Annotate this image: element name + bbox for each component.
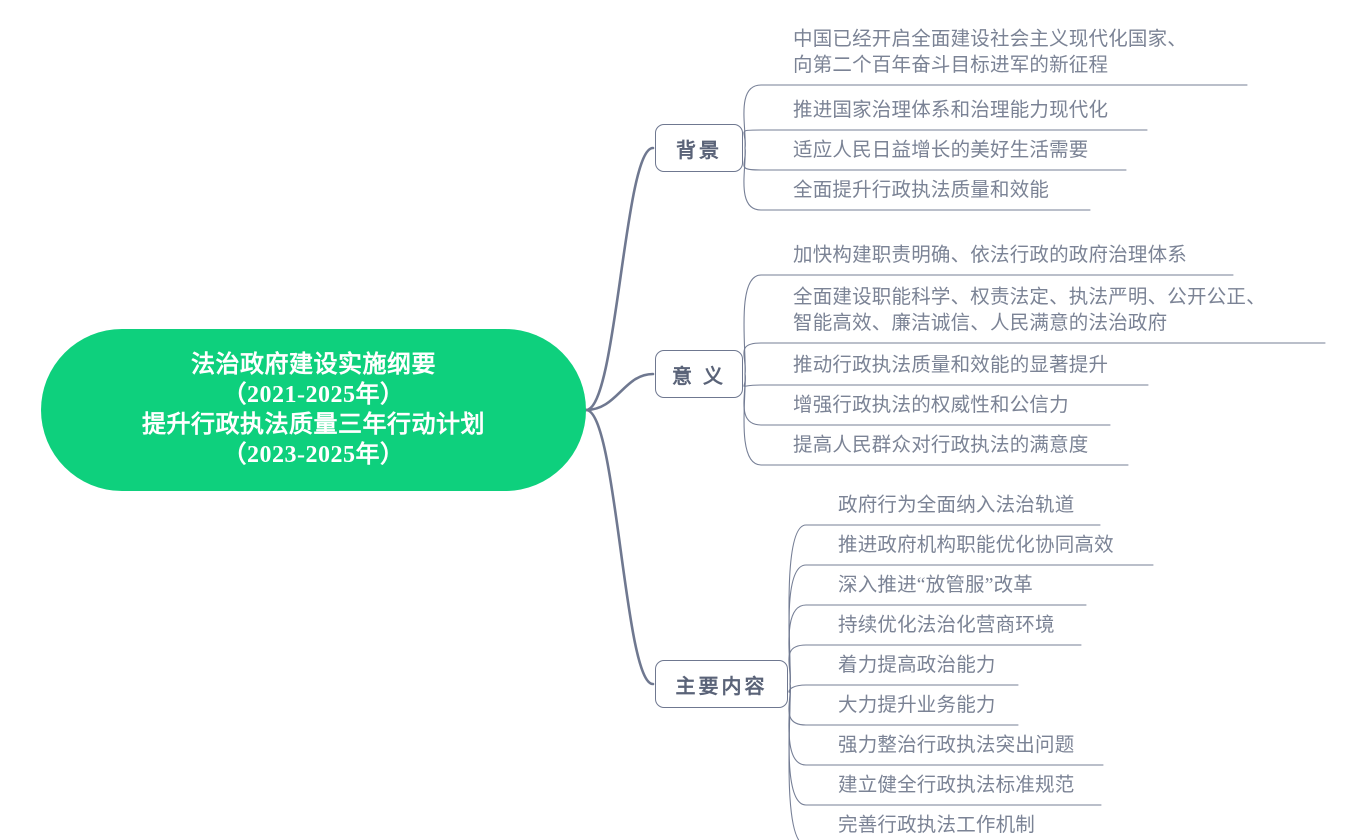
leaf-item[interactable]: 着力提高政治能力 xyxy=(838,653,996,679)
leaf-line: 着力提高政治能力 xyxy=(838,655,996,676)
leaf-line: 完善行政执法工作机制 xyxy=(838,815,1036,836)
leaf-line: 加快构建职责明确、依法行政的政府治理体系 xyxy=(793,245,1188,266)
leaf-line: 全面建设职能科学、权责法定、执法严明、公开公正、 xyxy=(793,287,1266,308)
leaf-line: 深入推进“放管服”改革 xyxy=(838,575,1034,596)
leaf-line: 适应人民日益增长的美好生活需要 xyxy=(793,140,1089,161)
leaf-item[interactable]: 大力提升业务能力 xyxy=(838,693,996,719)
leaf-line: 增强行政执法的权威性和公信力 xyxy=(793,395,1069,416)
leaf-item[interactable]: 中国已经开启全面建设社会主义现代化国家、向第二个百年奋斗目标进军的新征程 xyxy=(793,27,1187,79)
leaf-line: 智能高效、廉洁诚信、人民满意的法治政府 xyxy=(793,313,1168,334)
leaf-item[interactable]: 强力整治行政执法突出问题 xyxy=(838,733,1074,759)
leaf-item[interactable]: 全面提升行政执法质量和效能 xyxy=(793,178,1049,204)
leaf-item[interactable]: 政府行为全面纳入法治轨道 xyxy=(838,493,1074,519)
leaf-item[interactable]: 深入推进“放管服”改革 xyxy=(838,573,1033,599)
branch-node-label: 主要内容 xyxy=(675,675,768,698)
leaf-line: 向第二个百年奋斗目标进军的新征程 xyxy=(793,55,1109,76)
leaf-item[interactable]: 适应人民日益增长的美好生活需要 xyxy=(793,138,1089,164)
leaf-line: 提高人民群众对行政执法的满意度 xyxy=(793,435,1089,456)
branch-node-2[interactable]: 主要内容 xyxy=(655,660,788,708)
branch-node-0[interactable]: 背景 xyxy=(655,124,743,172)
root-line-2: 提升行政执法质量三年行动计划 xyxy=(142,412,485,438)
leaf-line: 政府行为全面纳入法治轨道 xyxy=(838,495,1075,516)
root-line-0: 法治政府建设实施纲要 xyxy=(191,352,436,378)
leaf-line: 推进国家治理体系和治理能力现代化 xyxy=(793,100,1109,121)
leaf-line: 中国已经开启全面建设社会主义现代化国家、 xyxy=(793,29,1188,50)
leaf-line: 强力整治行政执法突出问题 xyxy=(838,735,1075,756)
leaf-line: 建立健全行政执法标准规范 xyxy=(838,775,1075,796)
root-node[interactable]: 法治政府建设实施纲要 （2021-2025年） 提升行政执法质量三年行动计划 （… xyxy=(41,329,586,491)
branch-node-1[interactable]: 意 义 xyxy=(655,350,743,398)
leaf-item[interactable]: 建立健全行政执法标准规范 xyxy=(838,773,1074,799)
root-line-1: （2021-2025年） xyxy=(222,382,405,408)
leaf-item[interactable]: 全面建设职能科学、权责法定、执法严明、公开公正、智能高效、廉洁诚信、人民满意的法… xyxy=(793,285,1266,337)
leaf-item[interactable]: 增强行政执法的权威性和公信力 xyxy=(793,393,1069,419)
leaf-line: 推进政府机构职能优化协同高效 xyxy=(838,535,1114,556)
leaf-line: 大力提升业务能力 xyxy=(838,695,996,716)
leaf-item[interactable]: 推进国家治理体系和治理能力现代化 xyxy=(793,98,1108,124)
leaf-line: 推动行政执法质量和效能的显著提升 xyxy=(793,355,1109,376)
branch-node-label: 背景 xyxy=(676,139,722,162)
root-line-3: （2023-2025年） xyxy=(222,442,405,468)
branch-node-label: 意 义 xyxy=(672,365,726,388)
leaf-line: 持续优化法治化营商环境 xyxy=(838,615,1055,636)
leaf-item[interactable]: 加快构建职责明确、依法行政的政府治理体系 xyxy=(793,243,1187,269)
leaf-item[interactable]: 推动行政执法质量和效能的显著提升 xyxy=(793,353,1108,379)
leaf-item[interactable]: 推进政府机构职能优化协同高效 xyxy=(838,533,1114,559)
leaf-item[interactable]: 完善行政执法工作机制 xyxy=(838,813,1035,839)
leaf-line: 全面提升行政执法质量和效能 xyxy=(793,180,1050,201)
leaf-item[interactable]: 持续优化法治化营商环境 xyxy=(838,613,1055,639)
leaf-item[interactable]: 提高人民群众对行政执法的满意度 xyxy=(793,433,1089,459)
